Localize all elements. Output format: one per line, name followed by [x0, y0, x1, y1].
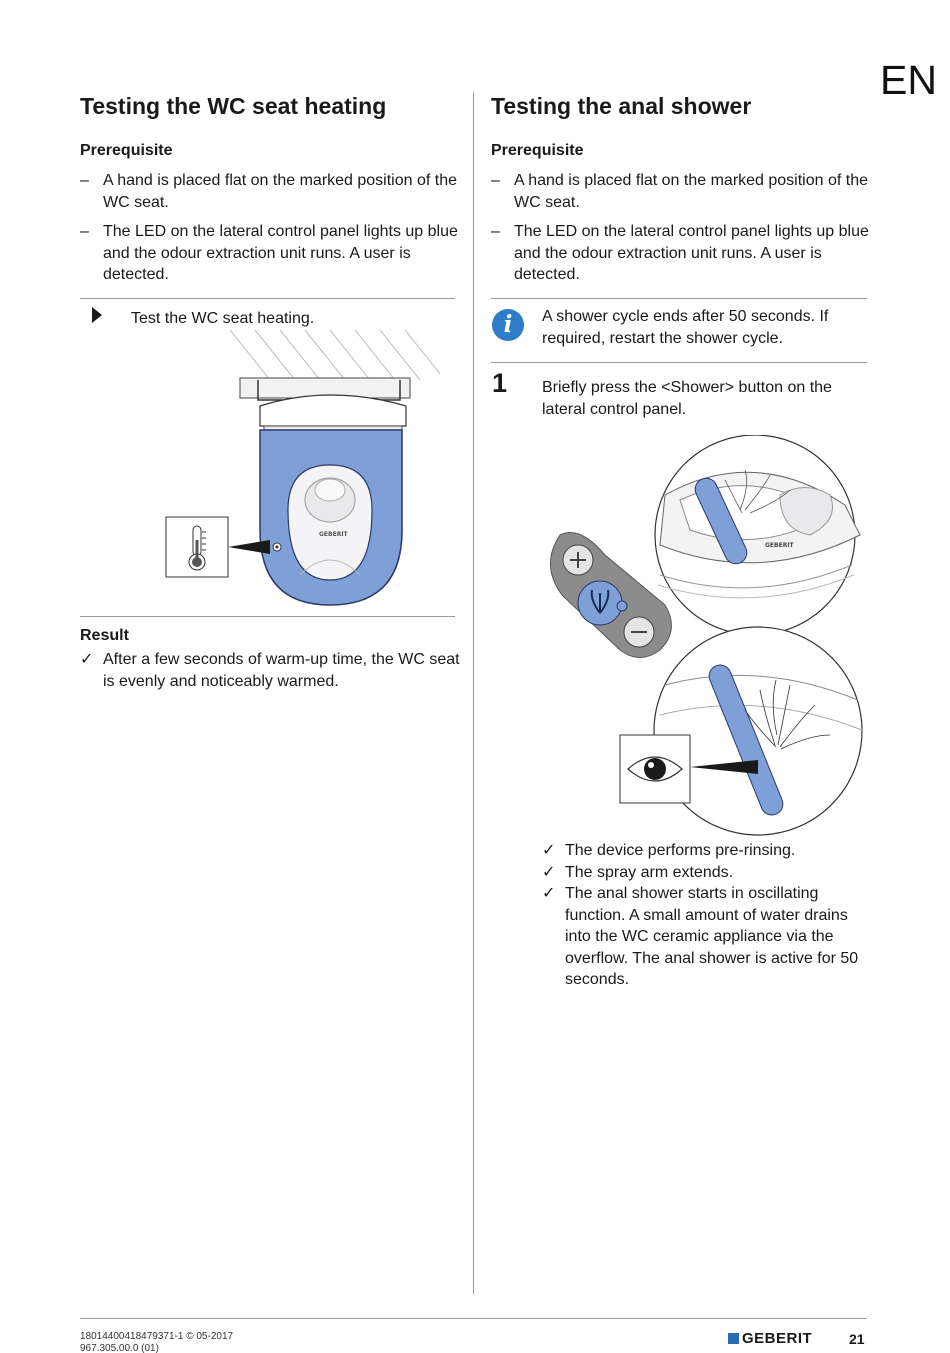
divider	[80, 616, 455, 617]
logo-square-icon	[728, 1333, 739, 1344]
right-result-list: ✓ The device performs pre-rinsing. ✓ The…	[542, 840, 867, 991]
divider	[80, 298, 455, 299]
list-item-text: After a few seconds of warm-up time, the…	[103, 651, 460, 690]
info-note-text: A shower cycle ends after 50 seconds. If…	[542, 308, 829, 347]
footer-doc-code-2: 967.305.00.0 (01)	[80, 1343, 159, 1353]
footer-rule	[80, 1318, 867, 1319]
seat-heating-illustration: GEBERIT	[165, 330, 440, 606]
column-divider	[473, 92, 474, 1294]
divider	[491, 298, 867, 299]
list-item: – A hand is placed flat on the marked po…	[80, 170, 460, 213]
list-item-text: The anal shower starts in oscillating fu…	[565, 885, 859, 988]
page-number: 21	[849, 1331, 865, 1347]
list-item: – A hand is placed flat on the marked po…	[491, 170, 871, 213]
brand-name: GEBERIT	[742, 1330, 813, 1347]
anal-shower-illustration: GEBERIT	[550, 435, 863, 836]
list-item: ✓ The spray arm extends.	[542, 862, 867, 884]
check-icon: ✓	[80, 651, 94, 668]
list-item: – The LED on the lateral control panel l…	[80, 221, 460, 286]
check-icon: ✓	[542, 863, 556, 881]
list-item: ✓ The anal shower starts in oscillating …	[542, 883, 867, 991]
dash-marker: –	[80, 223, 89, 240]
dash-marker: –	[80, 172, 89, 189]
list-item-text: The LED on the lateral control panel lig…	[514, 223, 869, 283]
step-number: 1	[492, 368, 508, 398]
info-icon: i	[492, 309, 524, 341]
list-item: ✓ After a few seconds of warm-up time, t…	[80, 649, 460, 692]
triangle-right-icon	[92, 307, 102, 323]
left-result-list: ✓ After a few seconds of warm-up time, t…	[80, 649, 460, 692]
right-prereq-list: – A hand is placed flat on the marked po…	[491, 170, 871, 286]
left-prereq-heading: Prerequisite	[80, 142, 173, 159]
list-item: – The LED on the lateral control panel l…	[491, 221, 871, 286]
brand-logo: GEBERIT	[728, 1330, 812, 1348]
dash-marker: –	[491, 172, 500, 189]
shower-brand-label: GEBERIT	[765, 542, 795, 549]
left-action-text: Test the WC seat heating.	[131, 310, 315, 327]
list-item-text: The spray arm extends.	[565, 863, 734, 881]
check-icon: ✓	[542, 842, 556, 859]
step-text: Briefly press the <Shower> button on the…	[542, 379, 832, 418]
list-item-text: A hand is placed flat on the marked posi…	[514, 172, 869, 211]
list-item-text: The device performs pre-rinsing.	[565, 842, 796, 859]
footer-doc-code: 18014400418479371-1 © 05-2017	[80, 1331, 234, 1342]
dash-marker: –	[491, 223, 500, 240]
toilet-brand-label: GEBERIT	[319, 531, 349, 538]
list-item-text: The LED on the lateral control panel lig…	[103, 223, 458, 283]
right-section-title: Testing the anal shower	[491, 93, 752, 119]
list-item: ✓ The device performs pre-rinsing.	[542, 840, 867, 862]
left-prereq-list: – A hand is placed flat on the marked po…	[80, 170, 460, 286]
list-item-text: A hand is placed flat on the marked posi…	[103, 172, 458, 211]
left-result-heading: Result	[80, 627, 129, 644]
left-section-title: Testing the WC seat heating	[80, 93, 387, 119]
divider	[491, 362, 867, 363]
language-tag: EN	[880, 57, 937, 103]
check-icon: ✓	[542, 885, 556, 902]
right-prereq-heading: Prerequisite	[491, 142, 584, 159]
